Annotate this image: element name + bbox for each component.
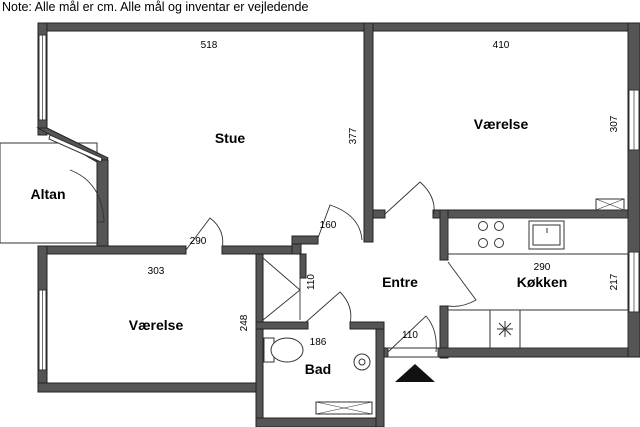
dim-koekken-height: 217 [609, 273, 620, 290]
dim-bad-width: 186 [310, 337, 327, 348]
doors [69, 169, 477, 353]
entrance-marker [395, 364, 435, 382]
plan-note: Note: Alle mål er cm. Alle mål og invent… [2, 0, 309, 14]
windows [38, 34, 640, 415]
dim-stue-height: 377 [348, 127, 359, 144]
label-stue: Stue [215, 130, 246, 146]
dim-entre-door: 160 [320, 220, 337, 231]
altan-outline [0, 142, 98, 244]
kitchen-counters [447, 217, 629, 349]
label-vaerelse-top: Værelse [474, 116, 529, 132]
dim-koekken-width: 290 [534, 262, 551, 273]
bath-fixtures [263, 337, 371, 371]
dim-entrance-door: 110 [402, 330, 418, 341]
label-entre: Entre [382, 274, 418, 290]
dim-vaerelse-top-height: 307 [609, 115, 620, 132]
dim-closet: 110 [306, 274, 317, 290]
label-vaerelse-bottom: Værelse [129, 317, 184, 333]
dim-stue-door: 290 [190, 236, 207, 247]
label-bad: Bad [305, 361, 331, 377]
dim-vaerelse-bottom-height: 248 [239, 314, 250, 331]
label-altan: Altan [31, 186, 66, 202]
dim-vaerelse-top-width: 410 [493, 40, 510, 51]
dim-vaerelse-bottom-width: 303 [148, 266, 165, 277]
label-koekken: Køkken [517, 274, 568, 290]
dim-stue-width: 518 [201, 40, 218, 51]
